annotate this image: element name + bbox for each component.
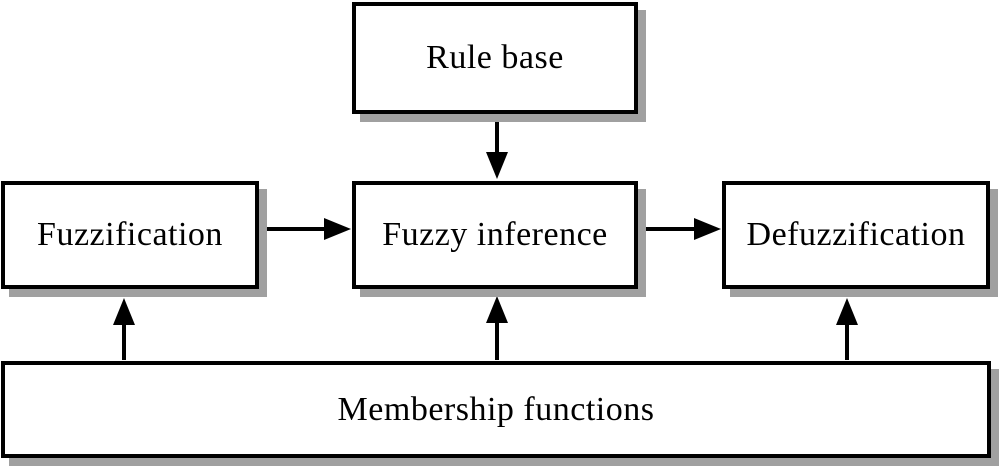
node-fuzzy-inference-label: Fuzzy inference bbox=[382, 216, 608, 253]
node-fuzzification-label: Fuzzification bbox=[37, 216, 223, 253]
arrow-fuzzification-to-fuzzy-inference bbox=[262, 218, 351, 240]
arrow-membership-to-fuzzification bbox=[113, 298, 135, 360]
node-rule-base: Rule base bbox=[352, 2, 638, 114]
arrow-fuzzy-inference-to-defuzzification bbox=[641, 218, 721, 240]
node-fuzzification: Fuzzification bbox=[1, 181, 259, 289]
arrow-membership-to-defuzzification bbox=[836, 298, 858, 360]
node-membership-functions: Membership functions bbox=[1, 361, 991, 458]
node-fuzzy-inference: Fuzzy inference bbox=[352, 181, 638, 289]
arrow-rule-base-to-fuzzy-inference bbox=[486, 114, 508, 179]
node-defuzzification: Defuzzification bbox=[722, 181, 990, 289]
node-rule-base-label: Rule base bbox=[426, 39, 564, 76]
node-membership-functions-label: Membership functions bbox=[337, 390, 655, 428]
arrow-membership-to-fuzzy-inference bbox=[486, 296, 508, 360]
node-defuzzification-label: Defuzzification bbox=[746, 216, 966, 253]
